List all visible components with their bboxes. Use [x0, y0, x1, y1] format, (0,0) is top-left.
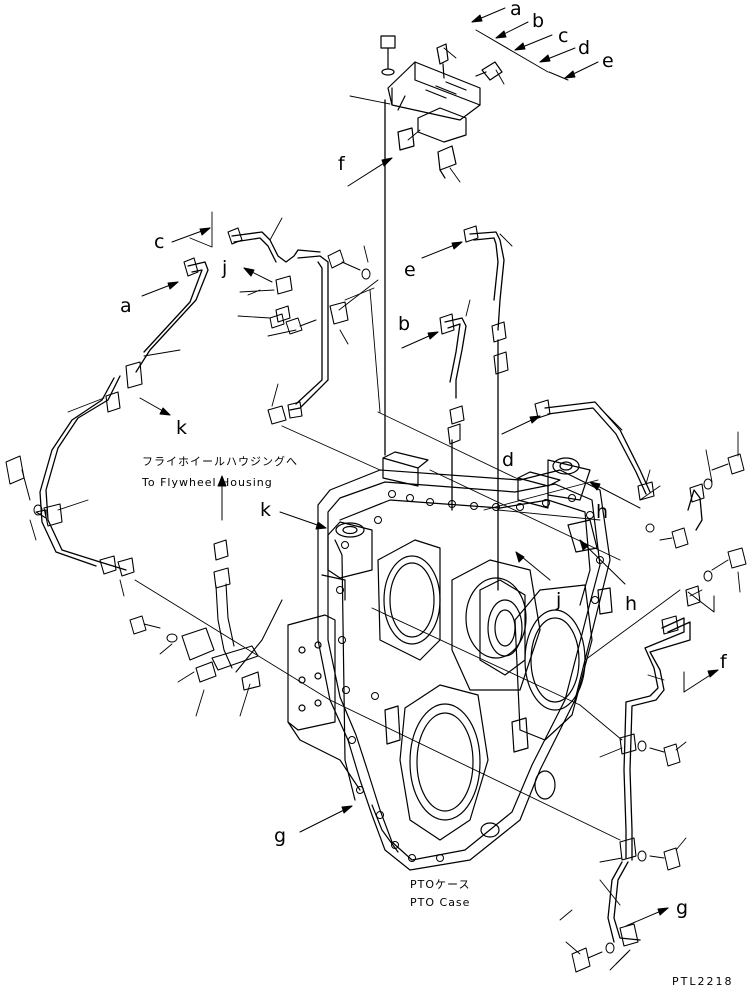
- callout-a-top: a: [510, 0, 522, 20]
- callout-labels: a b c d e f c a j k e b d k h h j f g g: [120, 0, 728, 919]
- callout-g-left: g: [274, 825, 286, 847]
- leader-lines: [134, 211, 681, 906]
- callout-c-top: c: [558, 25, 568, 47]
- callout-d-top: d: [578, 37, 590, 59]
- callout-f-right: f: [720, 651, 728, 673]
- callout-j-body: j: [555, 589, 561, 611]
- callout-g-right: g: [676, 897, 688, 919]
- callout-arrows: [139, 7, 719, 965]
- callout-a-left: a: [120, 295, 132, 317]
- captions: フライホイールハウジングへ To Flywheel Housing PTOケース…: [141, 454, 733, 988]
- callout-k-left: k: [176, 417, 187, 439]
- callout-f-top: f: [338, 153, 346, 175]
- bolts-and-washers: [5, 249, 747, 973]
- manifold-block: [380, 35, 503, 179]
- callout-j-top: j: [221, 257, 227, 279]
- flywheel-caption-en: To Flywheel Housing: [141, 476, 273, 489]
- callout-k-body: k: [260, 499, 271, 521]
- pto-caption-en: PTO Case: [410, 896, 470, 909]
- drawing-code: PTL2218: [672, 975, 733, 988]
- pto-caption-jp: PTOケース: [410, 878, 470, 891]
- callout-e-top: e: [602, 50, 614, 72]
- lubrication-pipes: [39, 99, 703, 943]
- pto-case-housing: [287, 451, 613, 871]
- pipe-fittings: [35, 225, 705, 947]
- callout-e-mid: e: [404, 259, 416, 281]
- callout-h-lower: h: [625, 593, 637, 615]
- callout-h-upper: h: [596, 501, 608, 523]
- callout-d-mid: d: [502, 449, 514, 471]
- flywheel-caption-jp: フライホイールハウジングへ: [142, 454, 298, 468]
- callout-c-left: c: [154, 231, 164, 253]
- callout-b-mid: b: [398, 313, 410, 335]
- callout-b-top: b: [532, 10, 544, 32]
- part-leaders: [29, 47, 741, 971]
